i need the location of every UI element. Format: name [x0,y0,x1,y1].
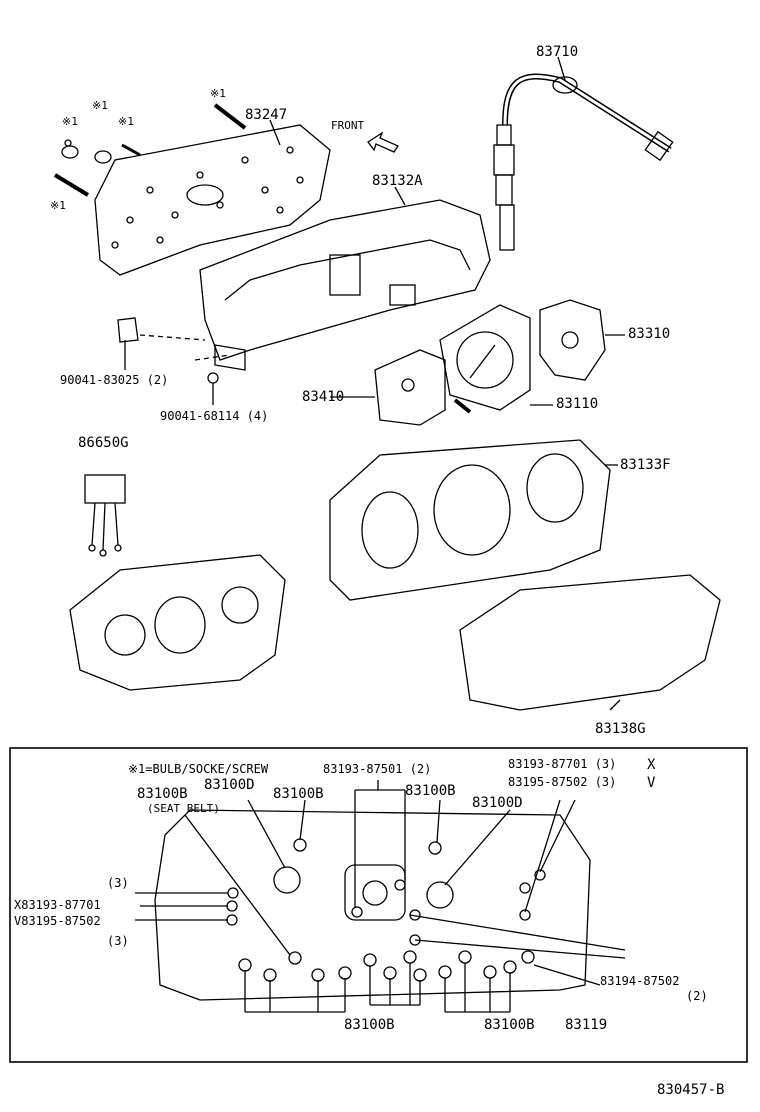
fuel-gauge-dial [330,349,446,426]
screws-and-bulbs [53,103,247,197]
label-90041-68114: 90041-68114 (4) [160,409,269,423]
note-mark-3: ※1 [62,115,78,128]
label-83193-87501: 83193-87501 (2) [323,762,432,776]
label-83195-87502-left: V83195-87502 [14,914,101,928]
legend-note: ※1=BULB/SOCKE/SCREW [128,762,269,776]
label-83119: 83119 [565,1017,608,1033]
label-83195-87502-right: 83195-87502 (3) [508,775,617,789]
figure-code: 830457-B [657,1082,725,1098]
label-83193-87701-right: 83193-87701 (3) [508,757,617,771]
cluster-assembly [69,554,286,691]
speedometer-dial [439,304,531,414]
label-83194-87502: 83194-87502 [600,974,680,988]
note-mark-5: ※1 [50,199,66,212]
label-86650g: 86650G [78,435,129,451]
label-83100b-mid: 83100B [273,786,324,802]
label-83100d-left: 83100D [204,777,255,793]
cluster-panel [329,439,618,601]
label-qty-3-bottom: (3) [107,934,129,948]
label-83133f: 83133F [620,457,671,473]
label-90041-83025: 90041-83025 (2) [60,373,169,387]
inset-board [154,809,591,1001]
leader-lines [124,334,625,406]
buzzer [84,474,126,557]
note-mark-2: ※1 [92,99,108,112]
printed-circuit-board [94,119,331,276]
label-83110: 83110 [556,396,599,412]
label-qty-2: (2) [686,989,708,1003]
cluster-glass [459,574,721,711]
label-83100b-seatbelt: 83100B [137,786,188,802]
label-83100b-right: 83100B [405,783,456,799]
label-seat-belt: (SEAT BELT) [147,802,220,815]
label-front: FRONT [331,119,365,132]
label-qty-3-top: (3) [107,876,129,890]
label-83247: 83247 [245,107,288,123]
label-83710: 83710 [536,44,579,60]
label-83410: 83410 [302,389,345,405]
label-83193-87701-left: X83193-87701 [14,898,101,912]
front-arrow-icon [367,131,399,153]
inset-leader-lines [135,780,626,1013]
label-83100b-bottom-right: 83100B [484,1017,535,1033]
label-83138g: 83138G [595,721,646,737]
note-mark-1: ※1 [210,87,226,100]
label-83310: 83310 [628,326,671,342]
tachometer-dial [539,299,606,381]
label-83132a: 83132A [372,173,423,189]
meter-case [199,186,491,371]
label-v-right: V [647,775,656,791]
label-83100d-right: 83100D [472,795,523,811]
inset-frame [9,747,748,1063]
note-mark-4: ※1 [118,115,134,128]
speedometer-cable [493,56,674,251]
label-x-right: X [647,757,656,773]
label-83100b-bottom-left: 83100B [344,1017,395,1033]
